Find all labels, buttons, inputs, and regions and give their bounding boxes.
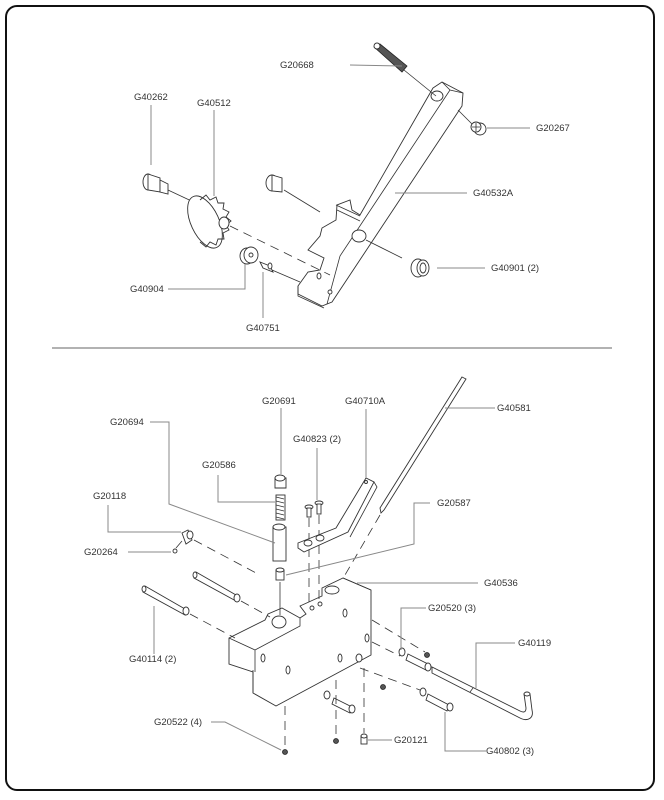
bottom-assembly: G20691 G40710A G40581 G20694 G40823 (2) …	[84, 376, 551, 757]
part-G40512-gear	[187, 194, 331, 276]
leader-G20118	[107, 505, 181, 533]
part-G40802-screws	[323, 667, 454, 714]
part-G20118-bushing	[175, 529, 259, 575]
label-G20121: G20121	[394, 735, 428, 746]
label-G40710A: G40710A	[345, 396, 386, 407]
label-G40114: G40114 (2)	[129, 654, 176, 665]
label-G40512: G40512	[197, 98, 231, 109]
part-G40901-bushing-lower	[365, 239, 430, 278]
part-G20121-pin	[360, 668, 368, 745]
label-G20587: G20587	[437, 498, 471, 509]
part-G40901-bushing-upper	[265, 174, 321, 213]
label-G20691: G20691	[262, 396, 296, 407]
label-G20694: G20694	[110, 417, 144, 428]
diagram-frame	[5, 5, 655, 791]
part-G20267-nut	[457, 109, 487, 136]
label-G20522: G20522 (4)	[154, 717, 202, 728]
label-G20520: G20520 (3)	[428, 603, 476, 614]
label-G20668: G20668	[280, 60, 314, 71]
part-G40710A-bracket	[297, 477, 378, 553]
label-G40802: G40802 (3)	[486, 746, 534, 757]
label-G40262: G40262	[134, 92, 168, 103]
part-G20586-spring	[275, 494, 286, 521]
leader-G20586	[217, 475, 275, 503]
part-G40114-pin-left	[141, 585, 236, 639]
part-G40114-pin-right	[192, 571, 271, 618]
label-G40532A: G40532A	[473, 188, 514, 199]
label-G20267: G20267	[536, 123, 570, 134]
label-G20264: G20264	[84, 547, 118, 558]
part-G20522-set-screws	[282, 680, 339, 755]
leader-G20587	[285, 502, 430, 576]
top-assembly: G20668 G40262 G40512 G20267 G40532A G409…	[130, 42, 570, 334]
part-G40532A-arm	[297, 81, 464, 309]
label-G40119: G40119	[518, 638, 551, 649]
leader-G40802	[444, 712, 486, 752]
label-G20118: G20118	[93, 491, 126, 502]
part-G40536-block	[228, 577, 372, 707]
label-G40904: G40904	[130, 284, 164, 295]
part-G20264-screw	[172, 548, 178, 554]
part-G20668-set-screw	[373, 42, 437, 97]
leader-G20522	[211, 721, 282, 751]
part-G20694-sleeve	[272, 523, 287, 562]
part-G40904-washer	[239, 246, 259, 265]
label-G20586: G20586	[202, 460, 236, 471]
leader-G40904	[168, 264, 246, 290]
part-G20691-cap	[274, 474, 287, 489]
leader-G20520	[400, 607, 426, 650]
part-G40119-handle-rod	[431, 666, 533, 721]
part-G40581-rod	[344, 376, 467, 576]
label-G40581: G40581	[497, 403, 531, 414]
label-G40823: G40823 (2)	[293, 434, 341, 445]
part-G20587-pin	[275, 567, 285, 615]
label-G40901: G40901 (2)	[491, 263, 539, 274]
part-G40823-screws	[304, 500, 324, 608]
leader-G20668	[349, 64, 403, 67]
part-G40751-pin	[259, 261, 301, 283]
label-G40751: G40751	[246, 323, 280, 334]
part-G20520-screws	[371, 619, 432, 690]
leader-G20694	[150, 421, 276, 544]
label-G40536: G40536	[484, 578, 518, 589]
leader-G40119	[475, 642, 515, 688]
